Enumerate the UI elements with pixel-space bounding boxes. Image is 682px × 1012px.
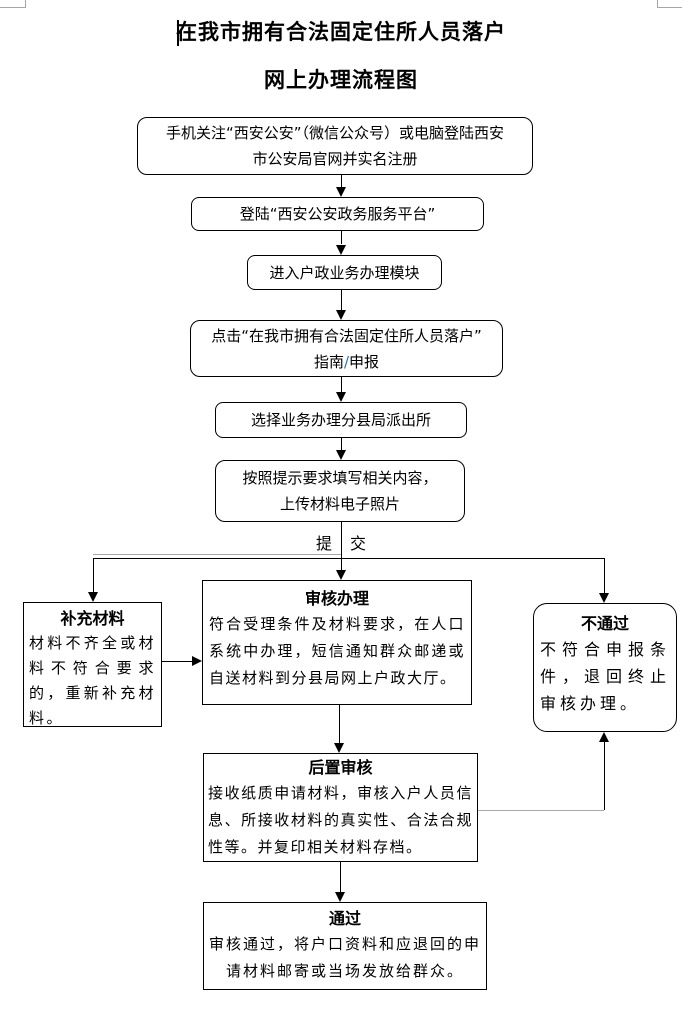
flow-node-reject: 不通过 不符合申报条件，退回终止审核办理。 — [533, 603, 677, 732]
submit-label-right: 交 — [350, 534, 367, 553]
flow-node-post-review-title: 后置审核 — [308, 758, 373, 777]
flow-node-click-guide-line2: 指南/申报 — [314, 349, 379, 375]
submit-label: 提 交 — [290, 534, 392, 554]
flow-node-fill-upload: 按照提示要求填写相关内容， 上传材料电子照片 — [215, 460, 465, 522]
page-title-line1: 在我市拥有合法固定住所人员落户 — [176, 20, 506, 44]
arrow-down-icon — [336, 392, 346, 402]
arrow-down-icon — [335, 892, 345, 902]
flow-node-enter-module-label: 进入户政业务办理模块 — [269, 263, 420, 282]
flow-node-click-guide: 点击“在我市拥有合法固定住所人员落户” 指南/申报 — [190, 320, 503, 377]
arrow-down-icon — [334, 743, 344, 753]
connector-post-pass — [340, 862, 341, 893]
arrow-down-icon — [599, 593, 609, 603]
flow-node-login-platform: 登陆“西安公安政务服务平台” — [191, 197, 484, 231]
arrow-down-icon — [88, 592, 98, 602]
page-boundary-mark — [25, 0, 26, 8]
guide-slash: / — [343, 352, 350, 371]
flow-node-choose-station: 选择业务办理分县局派出所 — [215, 402, 467, 438]
guide-text: 指南 — [313, 352, 344, 371]
flow-node-fill-upload-line1: 按照提示要求填写相关内容， — [242, 469, 438, 487]
connector-post-reject-vertical — [604, 742, 605, 810]
branch-line-gray — [93, 554, 341, 555]
flow-node-pass-body: 审核通过，将户口资料和应退回的申请材料邮寄或当场发放给群众。 — [208, 935, 481, 980]
flow-node-login-platform-label: 登陆“西安公安政务服务平台” — [239, 205, 436, 223]
page-boundary-mark — [657, 0, 658, 8]
connector-step1-step2 — [341, 175, 342, 188]
flow-node-reject-title: 不通过 — [580, 614, 629, 633]
page-boundary-mark — [657, 7, 682, 8]
arrow-down-icon — [336, 310, 346, 320]
flow-node-register: 手机关注“西安公安”（微信公众号）或电脑登陆西安 市公安局官网并实名注册 — [137, 117, 533, 175]
flow-node-review: 审核办理 符合受理条件及材料要求，在人口系统中办理，短信通知群众邮递或自送材料到… — [202, 580, 472, 705]
flow-node-reject-body: 不符合申报条件，退回终止审核办理。 — [540, 640, 670, 713]
connector-step5-step6 — [341, 438, 342, 451]
flow-node-click-guide-line1: 点击“在我市拥有合法固定住所人员落户” — [211, 326, 482, 345]
flow-node-post-review: 后置审核 接收纸质申请材料，审核入户人员信息、所接收材料的真实性、合法合规性等。… — [203, 753, 478, 862]
connector-step2-step3 — [341, 231, 342, 244]
flow-node-enter-module: 进入户政业务办理模块 — [247, 255, 442, 290]
arrow-down-icon — [336, 187, 346, 197]
flow-node-supplement-body: 材料不齐全或材料不符合要求的，重新补充材料。 — [29, 634, 156, 727]
branch-line — [93, 558, 604, 559]
connector-branch-supplement — [93, 558, 94, 593]
apply-text: 申报 — [349, 352, 380, 371]
arrow-right-icon — [192, 656, 202, 666]
page-boundary-mark — [0, 7, 25, 8]
connector-step3-step4 — [341, 290, 342, 311]
connector-branch-reject — [604, 558, 605, 594]
flow-node-post-review-body: 接收纸质申请材料，审核入户人员信息、所接收材料的真实性、合法合规性等。并复印相关… — [208, 784, 473, 856]
flow-node-pass: 通过 审核通过，将户口资料和应退回的申请材料邮寄或当场发放给群众。 — [203, 902, 487, 990]
flow-node-register-line2: 市公安局官网并实名注册 — [252, 150, 418, 168]
flow-node-choose-station-label: 选择业务办理分县局派出所 — [250, 411, 431, 429]
flow-node-supplement-title: 补充材料 — [60, 609, 125, 628]
connector-review-post — [339, 705, 340, 744]
flow-node-fill-upload-line2: 上传材料电子照片 — [279, 495, 400, 513]
submit-label-left: 提 — [315, 534, 332, 553]
connector-supplement-review — [162, 661, 193, 662]
flow-node-supplement: 补充材料 材料不齐全或材料不符合要求的，重新补充材料。 — [23, 602, 162, 727]
flow-node-review-title: 审核办理 — [304, 589, 369, 608]
flow-node-pass-title: 通过 — [328, 909, 361, 928]
arrow-down-icon — [336, 570, 346, 580]
connector-post-reject-horizontal — [478, 810, 604, 811]
arrow-down-icon — [336, 245, 346, 255]
flow-node-review-body: 符合受理条件及材料要求，在人口系统中办理，短信通知群众邮递或自送材料到分县局网上… — [209, 615, 465, 687]
page-title-line2: 网上办理流程图 — [264, 68, 418, 92]
connector-step4-step5 — [341, 377, 342, 393]
arrow-up-icon — [599, 732, 609, 742]
arrow-down-icon — [336, 450, 346, 460]
connector-submit — [341, 522, 342, 571]
text-cursor-caret — [177, 20, 179, 46]
flow-node-register-line1: 手机关注“西安公安”（微信公众号）或电脑登陆西安 — [165, 124, 505, 142]
